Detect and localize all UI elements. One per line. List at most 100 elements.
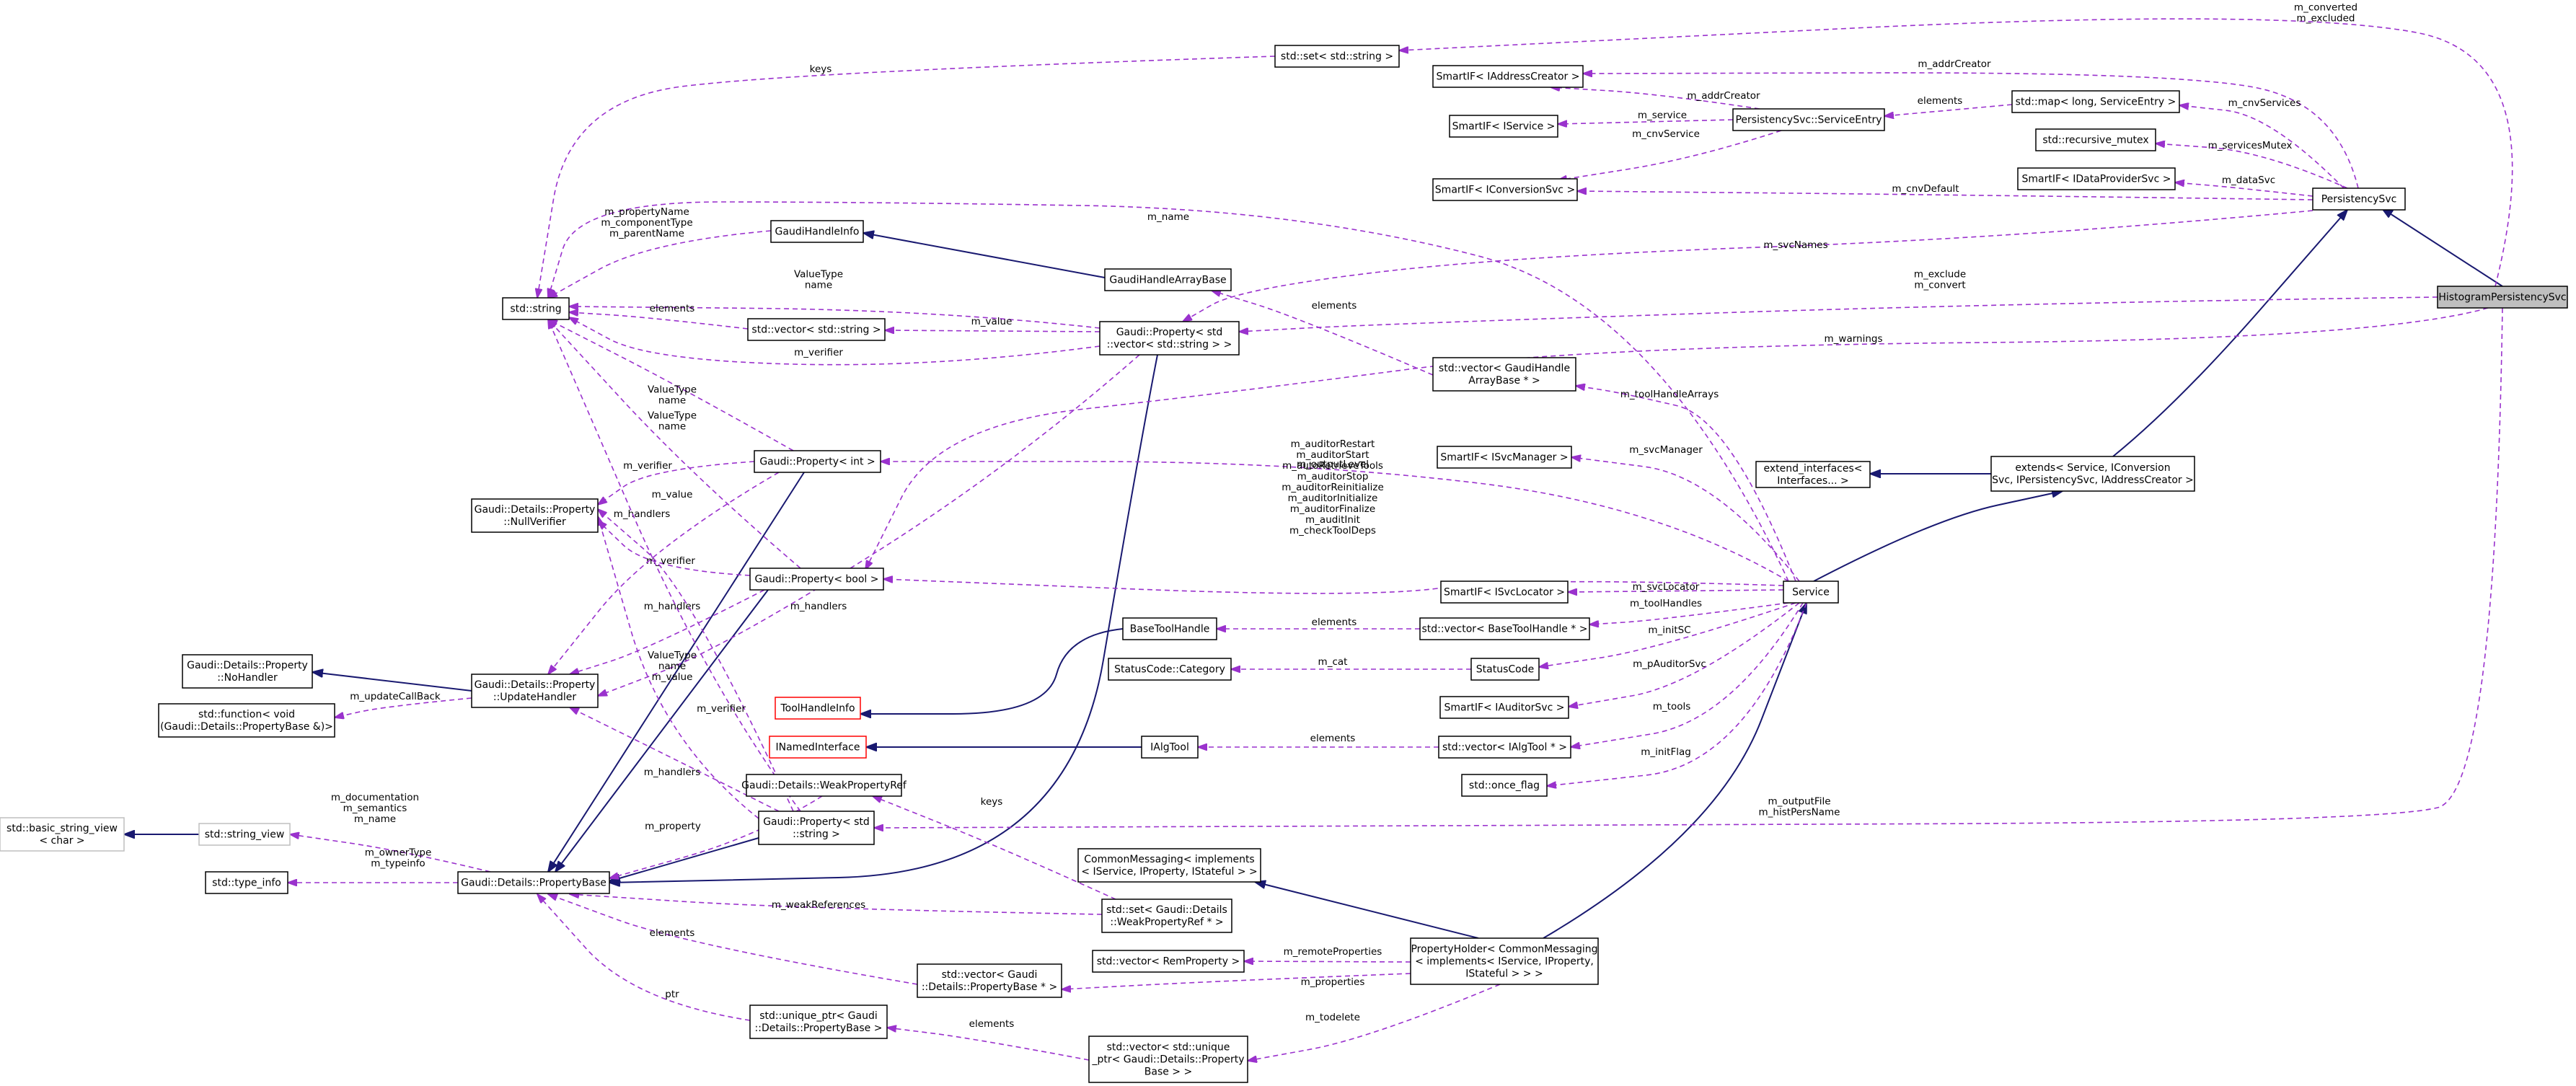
class-node-ghi[interactable]: GaudiHandleInfo [770, 220, 864, 243]
class-node-vec-string[interactable]: std::vector< std::string > [747, 318, 886, 341]
edge-nv-pbool: m_verifier [598, 521, 751, 576]
class-node-prop-int[interactable]: Gaudi::Property< int > [754, 450, 881, 473]
edge-label: ptr [665, 989, 679, 1000]
class-node-strview[interactable]: std::string_view [198, 823, 291, 846]
class-node-vec-remote[interactable]: std::vector< RemProperty > [1092, 950, 1245, 973]
edge-label: m_converted [2294, 2, 2357, 14]
edge-nv-pstr2: m_verifier [598, 516, 759, 819]
class-node-map-long[interactable]: std::map< long, ServiceEntry > [2011, 90, 2180, 113]
class-node-sif-addr[interactable]: SmartIF< IAddressCreator > [1432, 65, 1584, 88]
edge-addr-se: m_addrCreator [1551, 87, 1760, 110]
class-node-hps[interactable]: HistogramPersistencySvc [2437, 286, 2568, 309]
class-node-set-string[interactable]: std::set< std::string > [1274, 45, 1400, 68]
node-label: ::Details::PropertyBase > [755, 1023, 883, 1034]
edge-line [598, 509, 794, 812]
edge-line [537, 894, 751, 1021]
class-node-rec-mutex[interactable]: std::recursive_mutex [2035, 128, 2156, 151]
edge-line [874, 307, 2503, 828]
node-box [1432, 357, 1576, 392]
node-label: ArrayBase * > [1468, 375, 1540, 387]
class-node-thinfo[interactable]: ToolHandleInfo [775, 697, 861, 720]
edge-label: elements [1310, 733, 1356, 744]
class-node-prop-vec[interactable]: Gaudi::Property< std::vector< std::strin… [1099, 321, 1240, 356]
edge-vecpb-ph: m_properties [1062, 973, 1411, 989]
edge-str-vecstr: elements [569, 303, 749, 330]
class-node-vec-bth[interactable]: std::vector< BaseToolHandle * > [1419, 617, 1590, 640]
class-node-prop-string[interactable]: Gaudi::Property< std::string > [758, 811, 875, 845]
class-node-sc-cat[interactable]: StatusCode::Category [1108, 658, 1232, 681]
node-label: INamedInterface [776, 742, 860, 754]
class-node-propbase[interactable]: Gaudi::Details::PropertyBase [457, 871, 610, 894]
edge-label: name [658, 395, 686, 407]
class-node-ps-se[interactable]: PersistencySvc::ServiceEntry [1732, 108, 1885, 131]
class-node-vec-pbase[interactable]: std::vector< Gaudi::Details::PropertyBas… [917, 963, 1062, 998]
node-label: Svc, IPersistencySvc, IAddressCreator > [1992, 474, 2194, 486]
node-label: Gaudi::Property< bool > [754, 574, 878, 586]
edge-line [1884, 104, 2013, 116]
edge-label: ValueType [648, 384, 697, 396]
class-node-statuscode[interactable]: StatusCode [1470, 658, 1540, 681]
class-node-typeinfo[interactable]: std::type_info [205, 871, 288, 894]
class-node-sif-idp[interactable]: SmartIF< IDataProviderSvc > [2017, 167, 2176, 190]
node-box [0, 817, 125, 852]
edge-addr-ps: m_addrCreator [1583, 58, 2359, 189]
edge-label: m_svcManager [1629, 444, 1703, 456]
class-node-propholder[interactable]: PropertyHolder< CommonMessaging< impleme… [1410, 937, 1599, 985]
node-box [1440, 580, 1569, 604]
class-node-sif-isvcmgr[interactable]: SmartIF< ISvcManager > [1437, 446, 1572, 469]
class-node-ps[interactable]: PersistencySvc [2312, 187, 2406, 211]
node-box [1439, 696, 1569, 719]
class-node-nohandler[interactable]: Gaudi::Details::Property::NoHandler [182, 654, 313, 689]
class-node-bsv[interactable]: std::basic_string_view< char > [0, 817, 125, 852]
class-node-ext-main[interactable]: extends< Service, IConversionSvc, IPersi… [1990, 456, 2195, 492]
class-node-sif-iaud[interactable]: SmartIF< IAuditorSvc > [1439, 696, 1569, 719]
node-box [1108, 658, 1232, 681]
edge-svcmgr-svc: m_svcManager [1571, 444, 1800, 582]
class-node-updatehandler[interactable]: Gaudi::Details::Property::UpdateHandler [471, 674, 599, 708]
class-node-commsg[interactable]: CommonMessaging< implements< IService, I… [1077, 848, 1261, 883]
class-node-prop-bool[interactable]: Gaudi::Property< bool > [749, 568, 884, 591]
edge-label: m_pAuditorSvc [1633, 658, 1706, 670]
class-node-sif-isvc[interactable]: SmartIF< IService > [1449, 115, 1558, 138]
class-node-uptr-pbase[interactable]: std::unique_ptr< Gaudi::Details::Propert… [749, 1005, 888, 1039]
node-label: IStateful > > > [1465, 968, 1543, 980]
edge-label: ValueType [648, 410, 697, 422]
class-node-ialgtool[interactable]: IAlgTool [1141, 736, 1199, 759]
class-node-vec-ialg[interactable]: std::vector< IAlgTool * > [1438, 736, 1571, 759]
edge-line [887, 1028, 1090, 1061]
node-box [770, 220, 864, 243]
node-label: std::function< void [198, 709, 295, 720]
class-node-sif-iconv[interactable]: SmartIF< IConversionSvc > [1432, 178, 1578, 201]
edge-label: keys [981, 796, 1003, 808]
edge-ph-svc [1543, 603, 1807, 939]
node-box [2011, 90, 2180, 113]
edge-line [290, 834, 491, 873]
edge-str-svc-name: m_name [548, 201, 1789, 582]
class-node-nullverifier[interactable]: Gaudi::Details::Property::NullVerifier [471, 498, 599, 533]
edge-label: m_outputFile [1768, 796, 1830, 808]
edge-line [548, 472, 805, 872]
class-node-vec-uptr[interactable]: std::vector< std::unique_ptr< Gaudi::Det… [1088, 1036, 1248, 1083]
node-box [205, 871, 288, 894]
node-box [1461, 774, 1548, 797]
class-node-service[interactable]: Service [1783, 580, 1839, 604]
class-node-vec-ghab[interactable]: std::vector< GaudiHandleArrayBase * > [1432, 357, 1576, 392]
class-node-sif-isvcloc[interactable]: SmartIF< ISvcLocator > [1440, 580, 1569, 604]
class-node-ext-if[interactable]: extend_interfaces<Interfaces... > [1755, 461, 1871, 488]
class-node-set-weak[interactable]: std::set< Gaudi::Details::WeakPropertyRe… [1101, 899, 1232, 933]
edge-str-ghi: m_propertyNamem_componentTypem_parentNam… [548, 206, 772, 298]
edge-isvc-se: m_service [1558, 110, 1734, 124]
edge-line [1244, 961, 1411, 962]
node-label: SmartIF< IAddressCreator > [1436, 71, 1579, 83]
class-node-btoolhandle[interactable]: BaseToolHandle [1122, 617, 1217, 640]
class-node-inamed[interactable]: INamedInterface [769, 736, 867, 759]
edge-fn-uh: m_updateCallBack [335, 691, 472, 718]
class-node-std-string[interactable]: std::string [502, 297, 570, 320]
class-node-once-flag[interactable]: std::once_flag [1461, 774, 1548, 797]
edge-label: m_weakReferences [772, 899, 865, 911]
edge-label: m_svcNames [1763, 239, 1827, 251]
class-node-weakpropref[interactable]: Gaudi::Details::WeakPropertyRef [741, 774, 907, 797]
class-node-ghab[interactable]: GaudiHandleArrayBase [1104, 268, 1232, 291]
node-box [1099, 321, 1240, 356]
class-node-std-function[interactable]: std::function< void(Gaudi::Details::Prop… [158, 703, 335, 738]
